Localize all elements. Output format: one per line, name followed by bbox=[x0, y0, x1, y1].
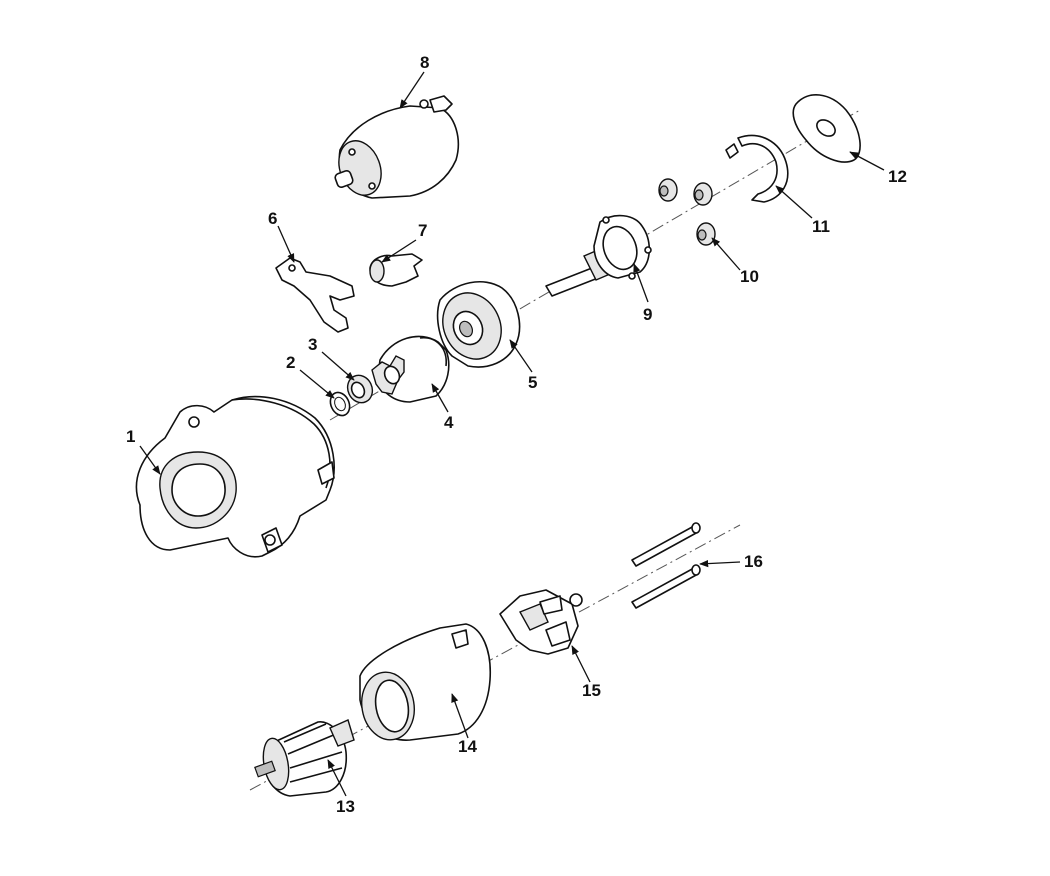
part-14-yoke bbox=[359, 623, 492, 741]
leader-16 bbox=[699, 559, 741, 568]
part-2-snap-ring bbox=[329, 391, 351, 417]
leader-10 bbox=[711, 237, 741, 271]
leader-7 bbox=[381, 239, 417, 263]
callout-3: 3 bbox=[308, 335, 317, 354]
part-16-through-bolts bbox=[631, 522, 701, 609]
callout-12: 12 bbox=[888, 167, 907, 186]
leader-15 bbox=[571, 645, 591, 683]
part-6-lever bbox=[275, 257, 355, 333]
callout-2: 2 bbox=[286, 353, 295, 372]
callout-6: 6 bbox=[268, 209, 277, 228]
callout-8: 8 bbox=[420, 53, 429, 72]
part-9-planet-carrier-shaft bbox=[545, 214, 652, 297]
part-7-plunger bbox=[369, 253, 423, 287]
callout-7: 7 bbox=[418, 221, 427, 240]
leader-14 bbox=[451, 693, 469, 739]
leader-11 bbox=[775, 185, 813, 219]
part-11-packing-ring bbox=[725, 134, 789, 203]
part-10-planet-gears bbox=[658, 178, 716, 246]
part-8-solenoid bbox=[334, 95, 460, 199]
callout-10: 10 bbox=[740, 267, 759, 286]
leader-12 bbox=[849, 151, 885, 171]
callout-14: 14 bbox=[458, 737, 477, 756]
leader-4 bbox=[431, 383, 449, 413]
part-4-overrunning-clutch bbox=[371, 335, 450, 403]
leader-6 bbox=[277, 225, 295, 263]
callout-13: 13 bbox=[336, 797, 355, 816]
part-3-stop-collar bbox=[346, 374, 374, 404]
callout-5: 5 bbox=[528, 373, 537, 392]
leader-9 bbox=[633, 263, 649, 303]
leader-3 bbox=[321, 351, 355, 381]
leader-8 bbox=[399, 71, 425, 109]
leader-13 bbox=[327, 759, 347, 797]
callout-4: 4 bbox=[444, 413, 454, 432]
part-5-internal-gear-housing bbox=[436, 280, 521, 368]
callout-9: 9 bbox=[643, 305, 652, 324]
assembly-axis-upper bbox=[329, 109, 861, 421]
callout-16: 16 bbox=[744, 552, 763, 571]
callout-11: 11 bbox=[812, 217, 830, 236]
part-15-brush-holder bbox=[499, 589, 583, 655]
leader-5 bbox=[509, 339, 533, 373]
part-1-front-housing bbox=[135, 395, 335, 558]
leader-2 bbox=[299, 369, 335, 399]
leader-1 bbox=[139, 445, 161, 475]
part-13-armature bbox=[254, 719, 355, 797]
callout-15: 15 bbox=[582, 681, 601, 700]
part-12-rear-cover bbox=[792, 94, 861, 163]
callout-1: 1 bbox=[126, 427, 135, 446]
